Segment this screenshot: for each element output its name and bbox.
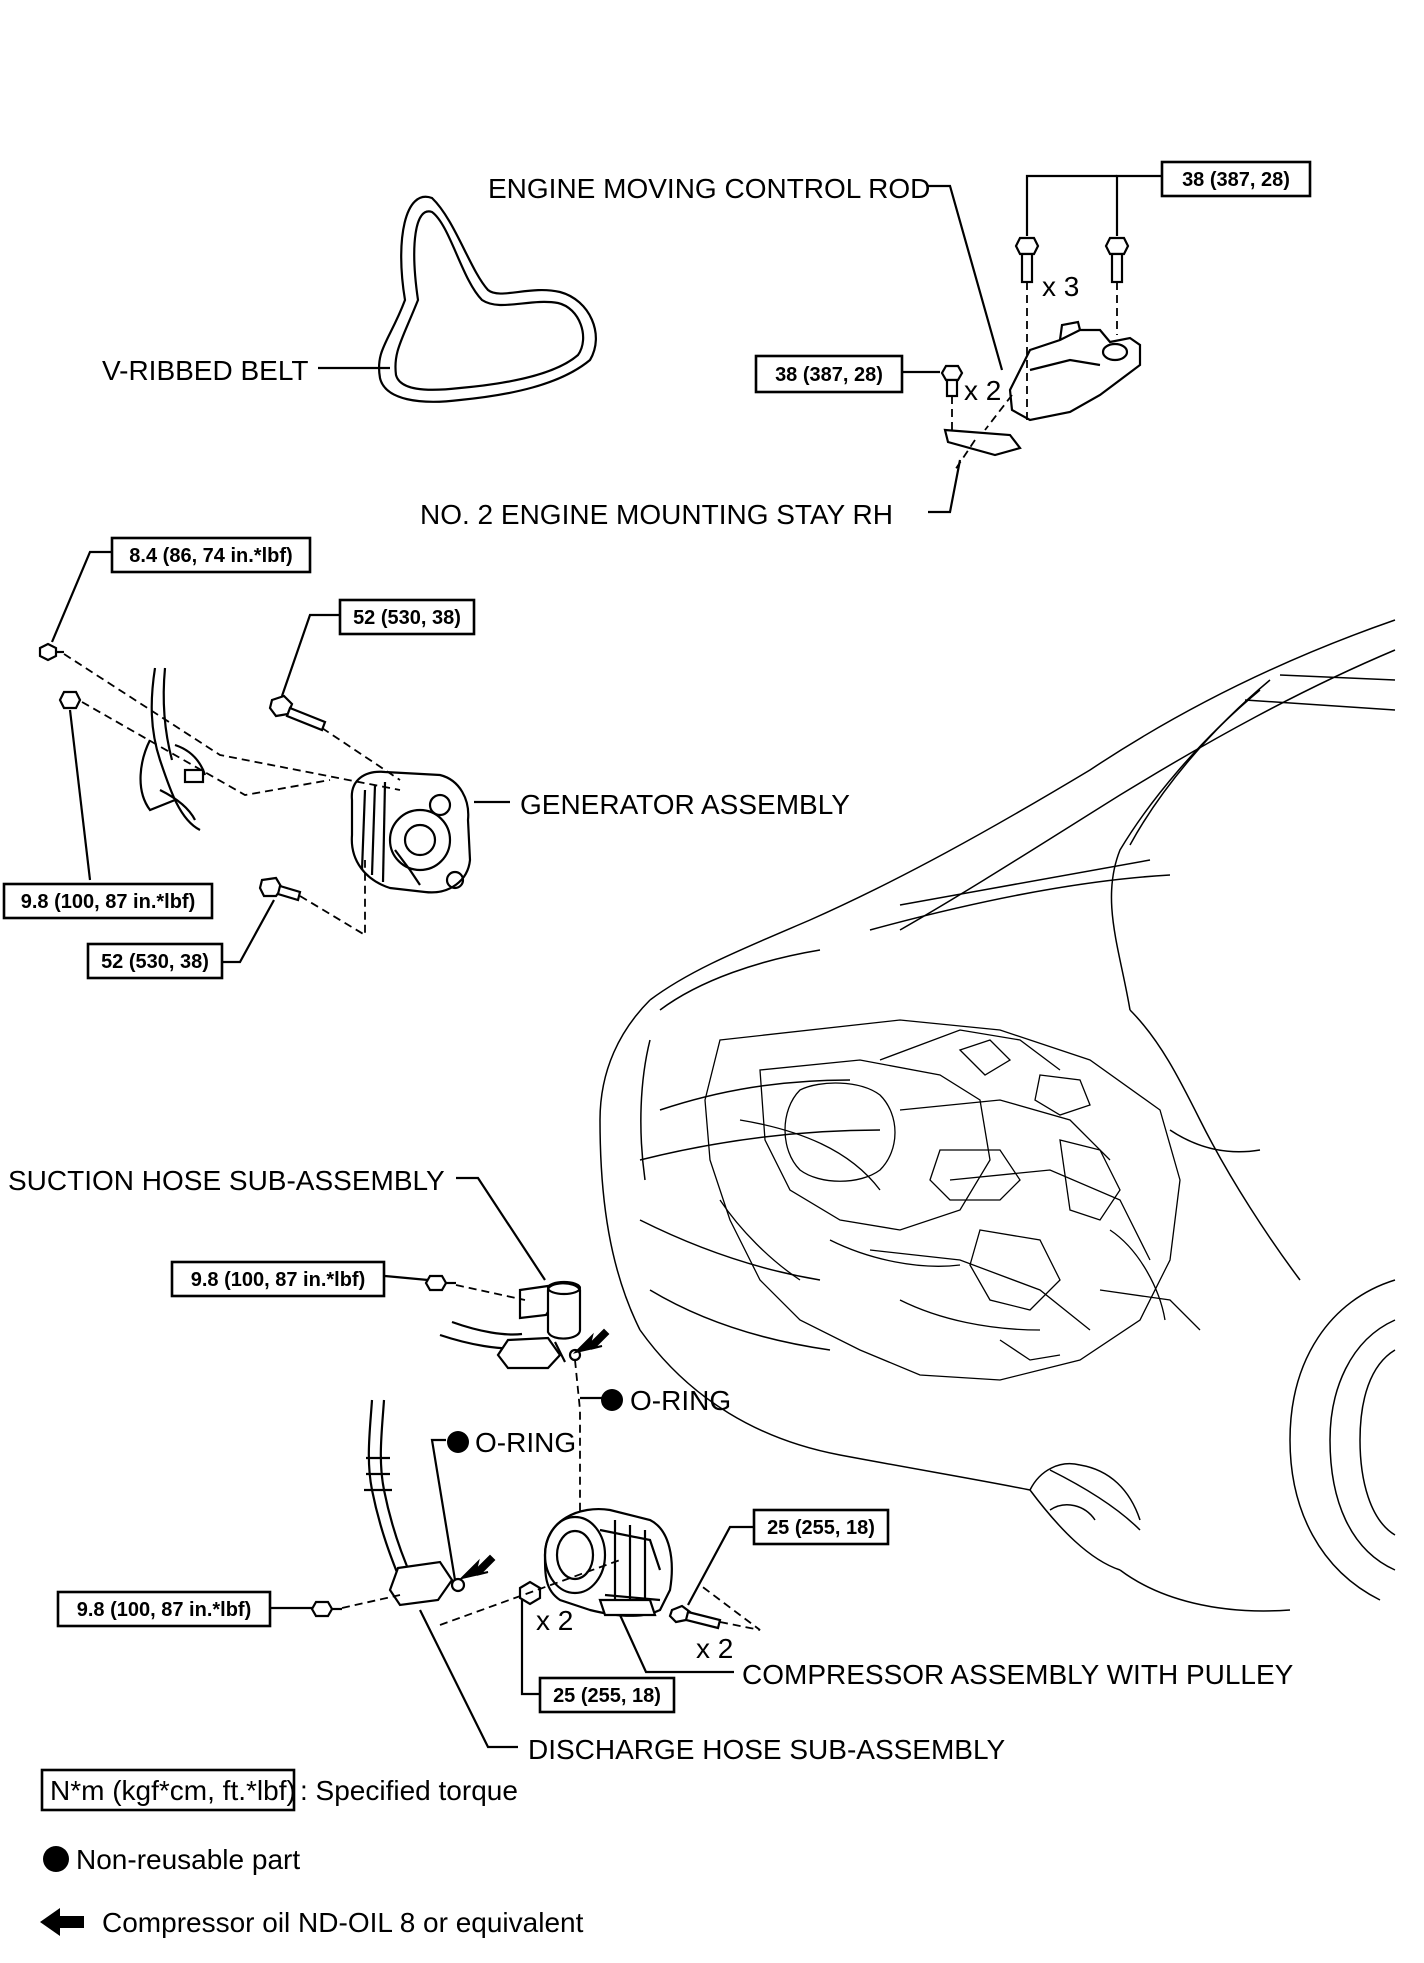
label-compressor-assembly-with-pulley: COMPRESSOR ASSEMBLY WITH PULLEY	[742, 1659, 1294, 1690]
torque-box-suction-hose: 9.8 (100, 87 in.*lbf)	[170, 1260, 386, 1298]
qty-rod-bolts-left: x 2	[964, 375, 1001, 406]
generator-wiring-drawing	[139, 667, 207, 831]
torque-generator-upper-right: 52 (530, 38)	[353, 607, 461, 629]
suction-hose-bolt	[424, 1274, 456, 1292]
discharge-hose-bolt	[310, 1600, 342, 1618]
compressor-bolt	[668, 1604, 722, 1630]
torque-box-rod-left: 38 (387, 28)	[754, 354, 904, 394]
rod-bolt-top-right	[1104, 236, 1130, 284]
vehicle-outline-drawing	[599, 619, 1396, 1612]
torque-generator-lower: 52 (530, 38)	[101, 951, 209, 973]
v-ribbed-belt-drawing	[377, 195, 597, 403]
torque-suction-hose-bolt: 9.8 (100, 87 in.*lbf)	[191, 1269, 366, 1291]
torque-generator-nut: 9.8 (100, 87 in.*lbf)	[21, 891, 196, 913]
label-engine-moving-control-rod: ENGINE MOVING CONTROL ROD	[488, 173, 930, 204]
non-reusable-dot-upper	[601, 1389, 623, 1411]
label-no2-engine-mounting-stay-rh: NO. 2 ENGINE MOUNTING STAY RH	[420, 499, 893, 530]
legend-compressor-oil-text: Compressor oil ND-OIL 8 or equivalent	[102, 1907, 584, 1938]
torque-box-compressor-nut: 25 (255, 18)	[538, 1676, 676, 1714]
torque-box-generator-upper-right: 52 (530, 38)	[338, 598, 476, 636]
legend-torque-box-text: N*m (kgf*cm, ft.*lbf)	[50, 1775, 296, 1806]
label-generator-assembly: GENERATOR ASSEMBLY	[520, 789, 850, 820]
torque-box-generator-lower: 52 (530, 38)	[86, 942, 224, 980]
engine-moving-control-rod-drawing	[943, 320, 1142, 457]
generator-bolt-lower	[258, 876, 302, 902]
torque-generator-upper-left: 8.4 (86, 74 in.*lbf)	[129, 545, 292, 567]
qty-rod-bolts-top: x 3	[1042, 271, 1079, 302]
label-suction-hose-sub-assembly: SUCTION HOSE SUB-ASSEMBLY	[8, 1165, 445, 1196]
label-o-ring-upper: O-RING	[630, 1385, 731, 1416]
rod-bolt-left	[940, 364, 964, 398]
torque-box-discharge-hose: 9.8 (100, 87 in.*lbf)	[56, 1590, 272, 1628]
torque-discharge-hose-bolt: 9.8 (100, 87 in.*lbf)	[77, 1599, 252, 1621]
rod-bolt-top-left	[1014, 236, 1040, 284]
legend-torque-desc: : Specified torque	[300, 1775, 518, 1806]
suction-hose-drawing	[439, 1280, 582, 1370]
torque-box-generator-nut: 9.8 (100, 87 in.*lbf)	[2, 882, 214, 920]
generator-bolt-upper-right	[268, 694, 327, 732]
non-reusable-dot-lower	[447, 1431, 469, 1453]
label-o-ring-lower: O-RING	[475, 1427, 576, 1458]
torque-rod-top: 38 (387, 28)	[1182, 169, 1290, 191]
legend-torque-box	[40, 1768, 296, 1812]
torque-compressor-nut-lower: 25 (255, 18)	[553, 1685, 661, 1707]
torque-compressor-bolt-right: 25 (255, 18)	[767, 1517, 875, 1539]
legend-non-reusable-text: Non-reusable part	[76, 1844, 300, 1875]
torque-rod-left: 38 (387, 28)	[775, 364, 883, 386]
legend-oil-arrow-icon	[40, 1908, 84, 1936]
generator-assembly-drawing	[350, 770, 472, 894]
generator-bolt-upper-left	[38, 642, 64, 662]
discharge-hose-drawing	[364, 1399, 466, 1607]
generator-nut	[58, 690, 82, 710]
compressor-oil-arrow-lower	[458, 1554, 496, 1580]
label-discharge-hose-sub-assembly: DISCHARGE HOSE SUB-ASSEMBLY	[528, 1734, 1005, 1765]
legend-non-reusable-dot	[43, 1846, 69, 1872]
qty-compressor-nuts: x 2	[536, 1605, 573, 1636]
torque-box-compressor-bolt: 25 (255, 18)	[752, 1508, 890, 1546]
label-v-ribbed-belt: V-RIBBED BELT	[102, 355, 308, 386]
engine-bay-drawing	[704, 1019, 1201, 1381]
torque-box-generator-upper-left: 8.4 (86, 74 in.*lbf)	[110, 536, 312, 574]
qty-compressor-bolts: x 2	[696, 1633, 733, 1664]
compressor-oil-arrow-upper	[572, 1328, 610, 1354]
compressor-assembly-drawing	[543, 1508, 673, 1617]
torque-box-rod-top: 38 (387, 28)	[1160, 160, 1312, 198]
legend: N*m (kgf*cm, ft.*lbf) : Specified torque…	[40, 1768, 584, 1938]
